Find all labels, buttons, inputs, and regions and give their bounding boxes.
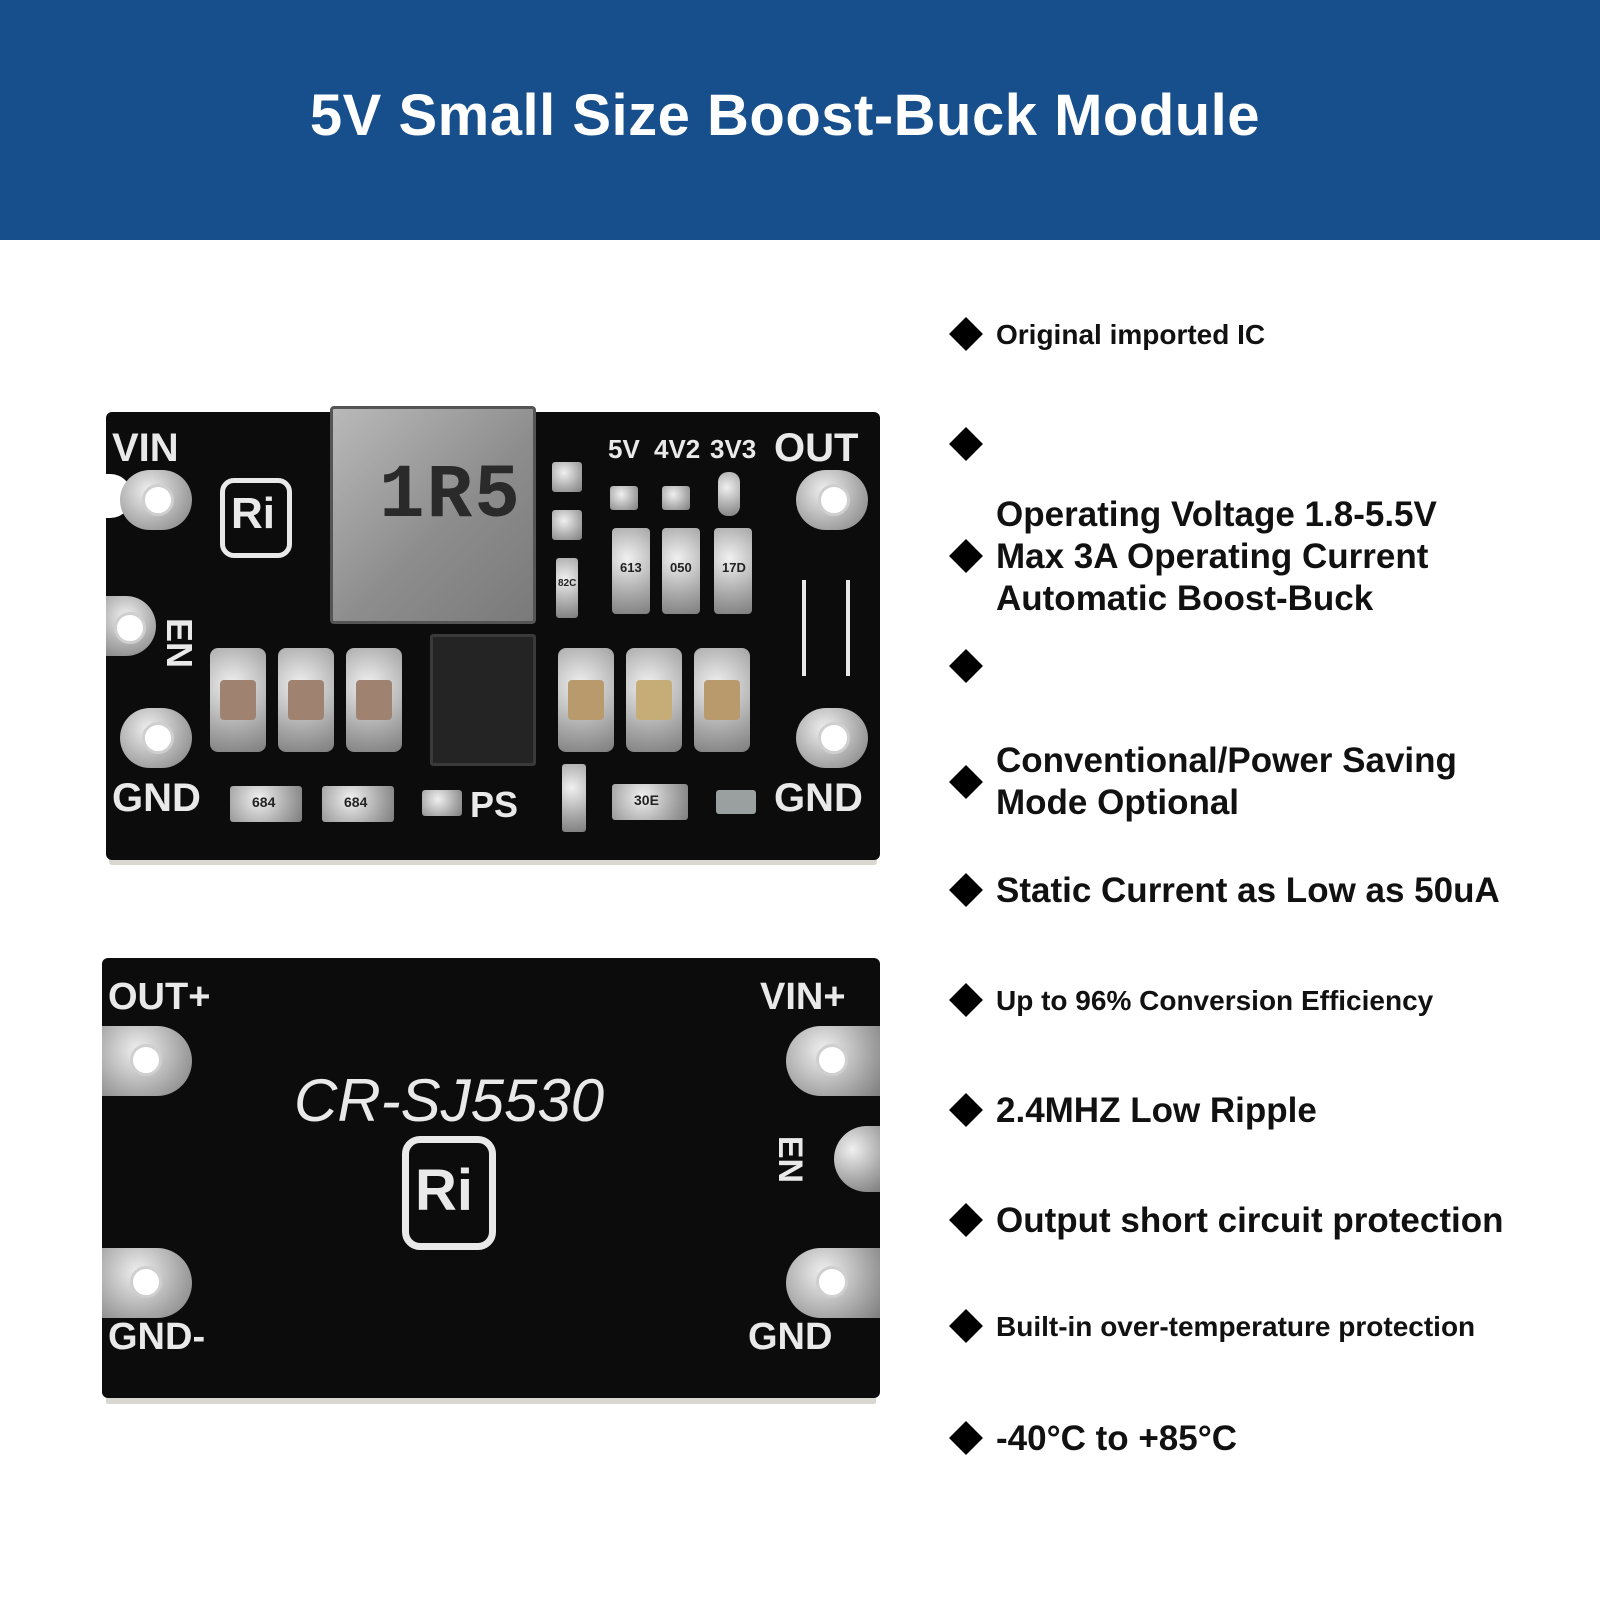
capacitor-body (568, 680, 604, 720)
label-out-plus: OUT+ (108, 976, 211, 1018)
diamond-bullet-icon (949, 539, 983, 573)
ic-chip (430, 634, 536, 766)
label-gnd-right: GND (774, 776, 863, 820)
jumper-pad (552, 510, 582, 540)
diamond-bullet-icon (949, 649, 983, 683)
capacitor-body (356, 680, 392, 720)
label-4v2: 4V2 (654, 434, 701, 464)
diamond-bullet-icon (949, 1203, 983, 1237)
label-gnd: GND (748, 1316, 833, 1358)
inductor: 1R5 (330, 406, 536, 624)
vin-plus-hole (816, 1044, 848, 1076)
feature-text: 2.4MHZ Low Ripple (996, 1091, 1317, 1130)
resistor (556, 558, 578, 618)
vin-hole (142, 484, 174, 516)
diamond-bullet-icon (949, 1421, 983, 1455)
gnd-hole (816, 1266, 848, 1298)
ri-logo-icon: Ri (220, 478, 292, 558)
diamond-bullet-icon (949, 1093, 983, 1127)
pcb-bottom-view: OUT+ VIN+ EN GND- GND CR-SJ5530 Ri (102, 958, 880, 1398)
resistor-mark: 684 (344, 794, 368, 810)
label-vin-plus: VIN+ (760, 976, 846, 1018)
resistor (662, 528, 700, 614)
resistor-mark: 050 (670, 560, 692, 575)
resistor-mark: 82C (558, 578, 577, 589)
pcb-top-view: VIN OUT EN GND GND PS 5V 4V2 3V3 Ri 1R5 … (102, 406, 880, 860)
feature-text: -40°C to +85°C (996, 1419, 1237, 1458)
feature-item: -40°C to +85°C (948, 1418, 1237, 1460)
feature-item: Static Current as Low as 50uA (948, 870, 1500, 912)
resistor-mark: 17D (722, 560, 746, 575)
header-banner: 5V Small Size Boost-Buck Module (0, 0, 1600, 240)
label-ps: PS (470, 784, 519, 825)
gnd-minus-hole (130, 1266, 162, 1298)
feature-text: Static Current as Low as 50uA (996, 871, 1500, 910)
label-gnd-minus: GND- (108, 1316, 206, 1358)
ri-logo-icon: Ri (402, 1136, 496, 1250)
feature-item: Conventional/Power Saving Mode Optional (948, 740, 1457, 824)
capacitor-body (220, 680, 256, 720)
resistor (612, 528, 650, 614)
diamond-bullet-icon (949, 427, 983, 461)
label-out: OUT (774, 426, 859, 470)
feature-item: 2.4MHZ Low Ripple (948, 1090, 1317, 1132)
label-en: EN (159, 617, 201, 669)
diamond-bullet-icon (949, 1309, 983, 1343)
feature-item: Original imported IC (948, 314, 1265, 356)
resistor (612, 784, 688, 820)
diamond-bullet-icon (949, 873, 983, 907)
resistor-mark: 30E (634, 792, 659, 808)
led (716, 790, 756, 814)
resistor (230, 786, 302, 822)
en-hole (114, 612, 146, 644)
jumper-pad (718, 472, 740, 516)
label-vin: VIN (112, 426, 179, 470)
feature-item: Up to 96% Conversion Efficiency (948, 980, 1433, 1022)
capacitor-body (704, 680, 740, 720)
label-gnd-left: GND (112, 776, 201, 820)
out-plus-hole (130, 1044, 162, 1076)
feature-text: Up to 96% Conversion Efficiency (996, 985, 1434, 1016)
label-3v3: 3V3 (710, 434, 757, 464)
jumper-pad (662, 486, 690, 510)
diamond-bullet-icon (949, 765, 983, 799)
model-number: CR-SJ5530 (294, 1067, 605, 1134)
capacitor-body (636, 680, 672, 720)
gnd-right-hole (818, 722, 850, 754)
en-pad (834, 1126, 880, 1192)
page-title: 5V Small Size Boost-Buck Module (309, 83, 1261, 148)
diamond-bullet-icon (949, 317, 983, 351)
resistor (714, 528, 752, 614)
resistor (322, 786, 394, 822)
resistor (562, 764, 586, 832)
resistor-mark: 684 (252, 794, 276, 810)
feature-text: Operating Voltage 1.8-5.5V Max 3A Operat… (996, 495, 1437, 618)
vertical-silk-mark (802, 580, 850, 676)
jumper-pad (552, 462, 582, 492)
jumper-pad (610, 486, 638, 510)
diamond-bullet-icon (949, 983, 983, 1017)
feature-item: Output short circuit protection (948, 1200, 1503, 1242)
feature-item (948, 424, 996, 461)
capacitor-body (288, 680, 324, 720)
feature-text: Conventional/Power Saving Mode Optional (996, 741, 1457, 822)
feature-text: Output short circuit protection (996, 1201, 1504, 1240)
feature-text: Built-in over-temperature protection (996, 1311, 1476, 1342)
out-hole (818, 484, 850, 516)
inductor-mark: 1R5 (379, 453, 522, 539)
feature-item (948, 646, 996, 683)
resistor-mark: 613 (620, 560, 642, 575)
label-5v: 5V (608, 434, 640, 464)
label-en: EN (771, 1135, 810, 1184)
feature-text: Original imported IC (996, 319, 1266, 350)
ps-pad (422, 790, 462, 816)
feature-item: Operating Voltage 1.8-5.5V Max 3A Operat… (948, 494, 1437, 620)
gnd-left-hole (142, 722, 174, 754)
feature-item: Built-in over-temperature protection (948, 1306, 1475, 1348)
